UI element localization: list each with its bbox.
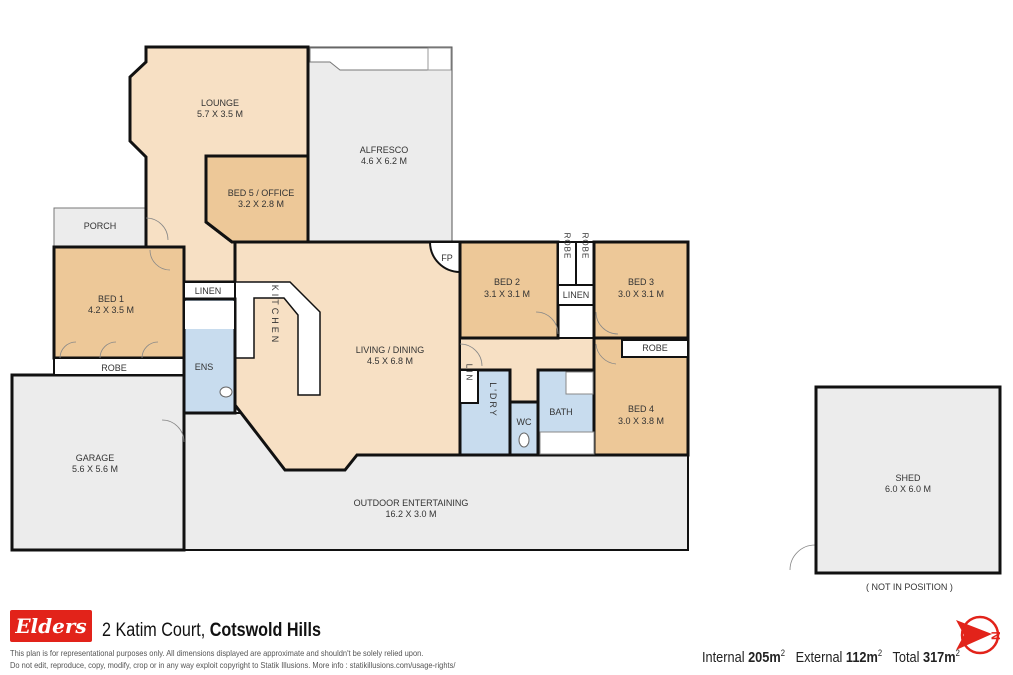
lin-area <box>459 369 479 404</box>
ens-label: ENS <box>195 362 214 372</box>
shed-dims: 6.0 X 6.0 M <box>885 484 931 494</box>
floor-plan: LOUNGE 5.7 X 3.5 M ALFRESCO 4.6 X 6.2 M … <box>10 45 1002 575</box>
bed1-dims: 4.2 X 3.5 M <box>88 305 134 315</box>
lin-label: LIN <box>465 364 474 382</box>
external-value: 112m <box>845 649 878 666</box>
living-dims: 4.5 X 6.8 M <box>367 356 413 366</box>
internal-label: Internal <box>702 649 745 666</box>
living-area <box>233 240 462 472</box>
alfresco-area <box>307 46 453 243</box>
bed4-label: BED 4 <box>628 404 654 414</box>
kitchen-label: KITCHEN <box>270 285 280 346</box>
address-street: 2 Katim Court, <box>102 620 206 641</box>
property-address: 2 Katim Court, Cotswold Hills <box>102 620 321 642</box>
external-label: External <box>795 649 843 666</box>
porch-area <box>53 207 147 247</box>
total-value: 317m <box>922 649 956 666</box>
alfresco-dims: 4.6 X 6.2 M <box>361 156 407 166</box>
lounge-dims: 5.7 X 3.5 M <box>197 109 243 119</box>
unit-sup: 2 <box>780 648 785 658</box>
porch-label: PORCH <box>84 221 117 231</box>
bed1-robe-label: ROBE <box>101 363 127 373</box>
bed5-label: BED 5 / OFFICE <box>228 188 295 198</box>
bed2-area <box>458 240 560 340</box>
ens-vanity <box>185 301 234 329</box>
cooktop-icon <box>427 47 452 71</box>
shed-area <box>814 385 1002 575</box>
linen2-label: LINEN <box>563 290 590 300</box>
robe2-label: ROBE <box>563 233 572 260</box>
bed1-label: BED 1 <box>98 294 124 304</box>
unit-sup: 2 <box>877 648 883 658</box>
toilet-icon <box>219 386 233 398</box>
kitchen-bench <box>234 281 321 396</box>
wc-label: WC <box>517 417 532 427</box>
bed2-label: BED 2 <box>494 277 520 287</box>
door-swings <box>59 217 816 571</box>
shower-icon <box>565 371 594 395</box>
linen1-label: LINEN <box>195 286 222 296</box>
lounge-label: LOUNGE <box>201 98 239 108</box>
area-summary: Internal 205m2 External 112m2 Total 317m… <box>702 648 960 666</box>
bed3-dims: 3.0 X 3.1 M <box>618 289 664 299</box>
robe3-label: ROBE <box>581 233 590 260</box>
unit-sup: 2 <box>955 648 960 658</box>
total-label: Total <box>892 649 920 666</box>
garage-area <box>10 373 186 552</box>
outdoor-dims: 16.2 X 3.0 M <box>385 509 436 519</box>
internal-value: 205m <box>748 649 781 666</box>
address-suburb: Cotswold Hills <box>209 620 321 641</box>
outdoor-label: OUTDOOR ENTERTAINING <box>354 498 469 508</box>
garage-dims: 5.6 X 5.6 M <box>72 464 118 474</box>
garage-label: GARAGE <box>76 453 115 463</box>
bed4-robe-label: ROBE <box>642 343 668 353</box>
bed4-dims: 3.0 X 3.8 M <box>618 416 664 426</box>
elders-logo: Elders <box>10 610 92 642</box>
bed3-area <box>592 240 690 340</box>
alfresco-label: ALFRESCO <box>360 145 409 155</box>
bath-label: BATH <box>549 407 572 417</box>
bed1-area <box>52 245 186 360</box>
svg-text:N: N <box>989 631 1003 640</box>
bed3-label: BED 3 <box>628 277 654 287</box>
north-arrow-icon: N <box>956 615 1003 655</box>
toilet-icon <box>518 432 530 448</box>
living-label: LIVING / DINING <box>356 345 425 355</box>
laundry-label: L'DRY <box>488 382 498 418</box>
disclaimer-line-2: Do not edit, reproduce, copy, modify, cr… <box>10 660 456 670</box>
bed5-dims: 3.2 X 2.8 M <box>238 199 284 209</box>
fp-label: FP <box>441 253 453 263</box>
disclaimer-line-1: This plan is for representational purpos… <box>10 648 424 658</box>
bed2-dims: 3.1 X 3.1 M <box>484 289 530 299</box>
bathtub-icon <box>539 431 595 455</box>
shed-note: ( NOT IN POSITION ) <box>866 582 953 592</box>
bed4-robe-area <box>621 339 689 358</box>
shed-label: SHED <box>895 473 921 483</box>
